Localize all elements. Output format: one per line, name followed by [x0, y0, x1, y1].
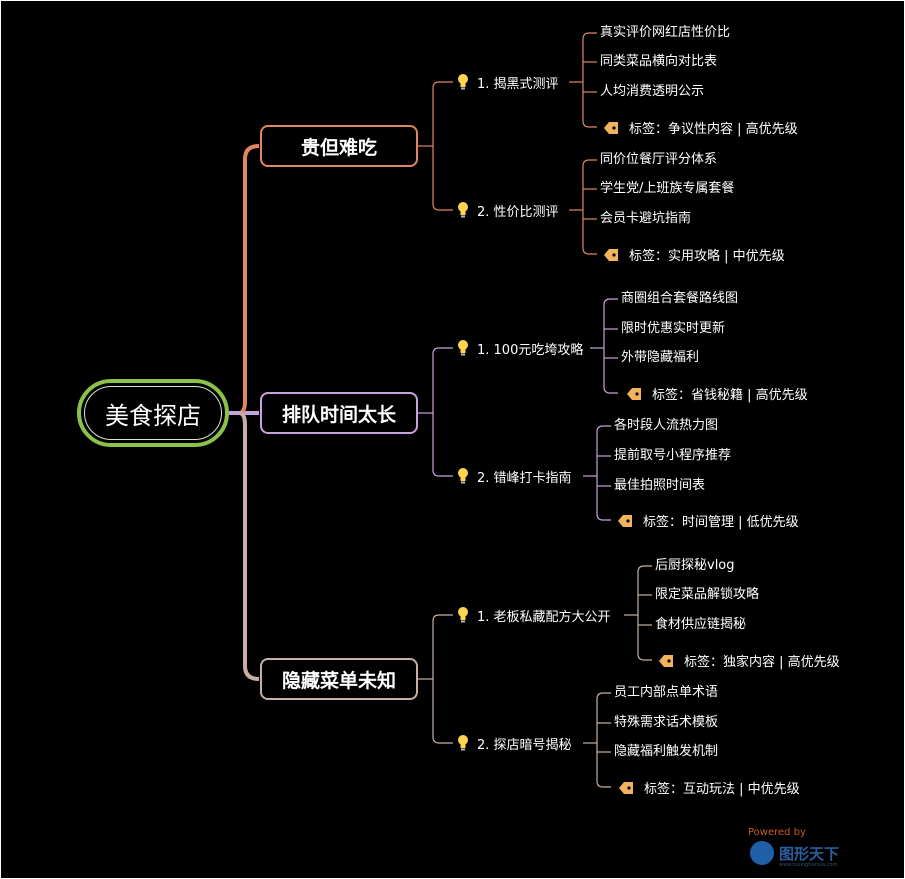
connector-line	[582, 159, 597, 167]
tag-item[interactable]: 标签：争议性内容 | 高优先级	[603, 118, 798, 137]
leaf-item[interactable]: 同价位餐厅评分体系	[600, 152, 718, 167]
tag-label: 标签：省钱秘籍 | 高优先级	[652, 388, 808, 403]
sub-label: 1. 揭黑式测评	[477, 76, 559, 92]
lightbulb-icon	[458, 607, 468, 623]
tag-icon	[618, 514, 632, 527]
brand-name: 图形天下	[779, 845, 840, 863]
leaf-item[interactable]: 限时优惠实时更新	[621, 321, 726, 336]
tag-label: 标签：时间管理 | 低优先级	[643, 515, 799, 530]
powered-by-text: Powered by	[748, 827, 806, 838]
tag-item[interactable]: 标签：时间管理 | 低优先级	[617, 511, 799, 530]
connector-line	[603, 298, 618, 306]
brand-url: www.tuxingtianxia.com	[779, 862, 838, 868]
branch-node-3[interactable]: 隐藏菜单未知	[260, 658, 418, 700]
lightbulb-icon	[458, 340, 468, 356]
connector-line	[637, 653, 652, 661]
connector-line	[432, 679, 453, 744]
leaf-item[interactable]: 最佳拍照时间表	[614, 478, 706, 493]
sub-node-1-1[interactable]: 1. 揭黑式测评	[457, 72, 559, 92]
leaf-item[interactable]: 限定菜品解锁攻略	[655, 587, 760, 602]
sub-node-3-2[interactable]: 2. 探店暗号揭秘	[457, 733, 572, 753]
leaf-item[interactable]: 后厨探秘vlog	[655, 558, 735, 573]
tag-icon	[604, 248, 618, 261]
tag-icon	[627, 387, 641, 400]
connector-line	[432, 347, 453, 413]
sub-label: 2. 性价比测评	[477, 204, 559, 220]
root-node[interactable]: 美食探店	[77, 379, 229, 447]
lightbulb-icon	[458, 202, 468, 218]
connector-line	[582, 120, 597, 128]
connector-line	[637, 565, 652, 573]
tag-item[interactable]: 标签：实用攻略 | 中优先级	[603, 245, 785, 264]
connector-line	[582, 32, 597, 40]
leaf-item[interactable]: 同类菜品横向对比表	[600, 54, 718, 69]
connector-line	[238, 411, 260, 681]
brand-logo: Powered by 图形天下 www.tuxingtianxia.com	[748, 827, 848, 871]
lightbulb-icon	[458, 468, 468, 484]
leaf-item[interactable]: 人均消费透明公示	[600, 84, 705, 99]
connector-line	[596, 513, 611, 521]
leaf-item[interactable]: 各时段人流热力图	[614, 418, 719, 433]
brand-mark-icon	[750, 841, 774, 865]
leaf-item[interactable]: 学生党/上班族专属套餐	[600, 181, 735, 196]
tag-icon	[659, 654, 673, 667]
connector-line	[582, 247, 597, 255]
tag-label: 标签：争议性内容 | 高优先级	[629, 122, 798, 137]
tag-label: 标签：互动玩法 | 中优先级	[644, 782, 800, 797]
leaf-item[interactable]: 特殊需求话术模板	[614, 715, 719, 730]
connector-line	[432, 146, 453, 211]
sub-node-3-1[interactable]: 1. 老板私藏配方大公开	[457, 605, 611, 625]
tag-item[interactable]: 标签：独家内容 | 高优先级	[658, 651, 840, 670]
sub-label: 1. 100元吃垮攻略	[477, 342, 584, 358]
tag-icon	[619, 781, 633, 794]
leaf-item[interactable]: 真实评价网红店性价比	[600, 25, 731, 40]
tag-label: 标签：实用攻略 | 中优先级	[629, 249, 785, 264]
connector-line	[432, 413, 453, 477]
connector-line	[432, 614, 453, 679]
leaf-item[interactable]: 隐藏福利触发机制	[614, 744, 719, 759]
sub-label: 1. 老板私藏配方大公开	[477, 609, 611, 625]
connector-line	[603, 386, 618, 394]
connector-line	[596, 780, 611, 788]
connector-line	[432, 81, 453, 146]
leaf-item[interactable]: 员工内部点单术语	[614, 685, 719, 700]
root-label: 美食探店	[84, 386, 222, 440]
leaf-item[interactable]: 食材供应链揭秘	[655, 617, 747, 632]
lightbulb-icon	[458, 74, 468, 90]
tag-item[interactable]: 标签：互动玩法 | 中优先级	[618, 778, 800, 797]
tag-icon	[604, 121, 618, 134]
sub-node-2-1[interactable]: 1. 100元吃垮攻略	[457, 338, 583, 358]
sub-label: 2. 错峰打卡指南	[477, 470, 572, 486]
sub-node-2-2[interactable]: 2. 错峰打卡指南	[457, 466, 572, 486]
leaf-item[interactable]: 提前取号小程序推荐	[614, 448, 732, 463]
sub-label: 2. 探店暗号揭秘	[477, 737, 572, 753]
leaf-item[interactable]: 外带隐藏福利	[621, 350, 700, 365]
lightbulb-icon	[458, 735, 468, 751]
branch-node-2[interactable]: 排队时间太长	[260, 392, 418, 434]
connector-line	[596, 692, 611, 700]
branch-node-1[interactable]: 贵但难吃	[260, 125, 418, 167]
connector-line	[238, 144, 260, 415]
tag-label: 标签：独家内容 | 高优先级	[684, 655, 840, 670]
sub-node-1-2[interactable]: 2. 性价比测评	[457, 200, 559, 220]
tag-item[interactable]: 标签：省钱秘籍 | 高优先级	[626, 384, 808, 403]
connector-line	[596, 425, 611, 433]
leaf-item[interactable]: 商圈组合套餐路线图	[621, 291, 739, 306]
leaf-item[interactable]: 会员卡避坑指南	[600, 211, 692, 226]
